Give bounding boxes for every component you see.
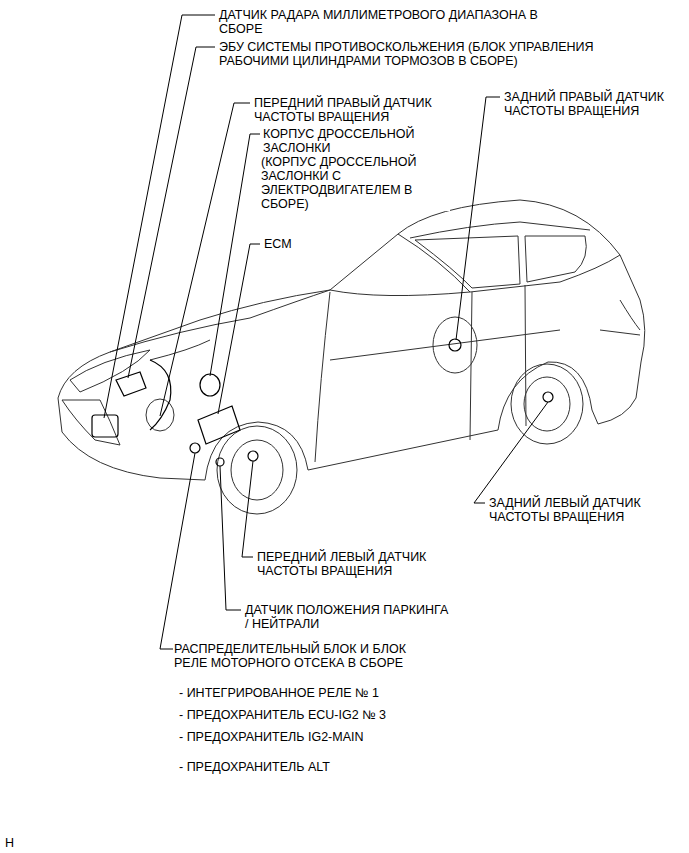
leader-lines bbox=[104, 15, 548, 649]
car-body bbox=[58, 200, 645, 480]
part-label: ЗАДНИЙ ПРАВЫЙ ДАТЧИК ЧАСТОТЫ ВРАЩЕНИЯ bbox=[503, 90, 683, 118]
part-label: ДАТЧИК ПОЛОЖЕНИЯ ПАРКИНГА / НЕЙТРАЛИ bbox=[244, 603, 454, 631]
part-label: ЗАДНИЙ ЛЕВЫЙ ДАТЧИК ЧАСТОТЫ ВРАЩЕНИЯ bbox=[488, 496, 678, 524]
part-label: - ИНТЕГРИРОВАННОЕ РЕЛЕ № 1 bbox=[178, 686, 380, 700]
part-label: ПЕРЕДНИЙ ЛЕВЫЙ ДАТЧИК ЧАСТОТЫ ВРАЩЕНИЯ bbox=[256, 550, 456, 578]
part-label: - ПРЕДОХРАНИТЕЛЬ ALT bbox=[178, 760, 331, 774]
part-label: ДАТЧИК РАДАРА МИЛЛИМЕТРОВОГО ДИАПАЗОНА В… bbox=[218, 8, 553, 36]
wheels bbox=[146, 317, 583, 514]
figure-code: H bbox=[4, 836, 15, 850]
part-label: (КОРПУС ДРОССЕЛЬНОЙ ЗАСЛОНКИ С ЭЛЕКТРОДВ… bbox=[260, 155, 450, 211]
part-label: - ПРЕДОХРАНИТЕЛЬ IG2-MAIN bbox=[178, 730, 365, 744]
part-label: РАСПРЕДЕЛИТЕЛЬНЫЙ БЛОК И БЛОК РЕЛЕ МОТОР… bbox=[173, 642, 443, 670]
components bbox=[92, 339, 553, 466]
part-label: ECM bbox=[263, 237, 293, 251]
part-label: КОРПУС ДРОССЕЛЬНОЙ ЗАСЛОНКИ bbox=[262, 127, 472, 155]
part-label: - ПРЕДОХРАНИТЕЛЬ ECU-IG2 № 3 bbox=[178, 708, 387, 722]
part-label: ПЕРЕДНИЙ ПРАВЫЙ ДАТЧИК ЧАСТОТЫ ВРАЩЕНИЯ bbox=[253, 96, 458, 124]
part-label: ЭБУ СИСТЕМЫ ПРОТИВОСКОЛЬЖЕНИЯ (БЛОК УПРА… bbox=[218, 40, 663, 68]
